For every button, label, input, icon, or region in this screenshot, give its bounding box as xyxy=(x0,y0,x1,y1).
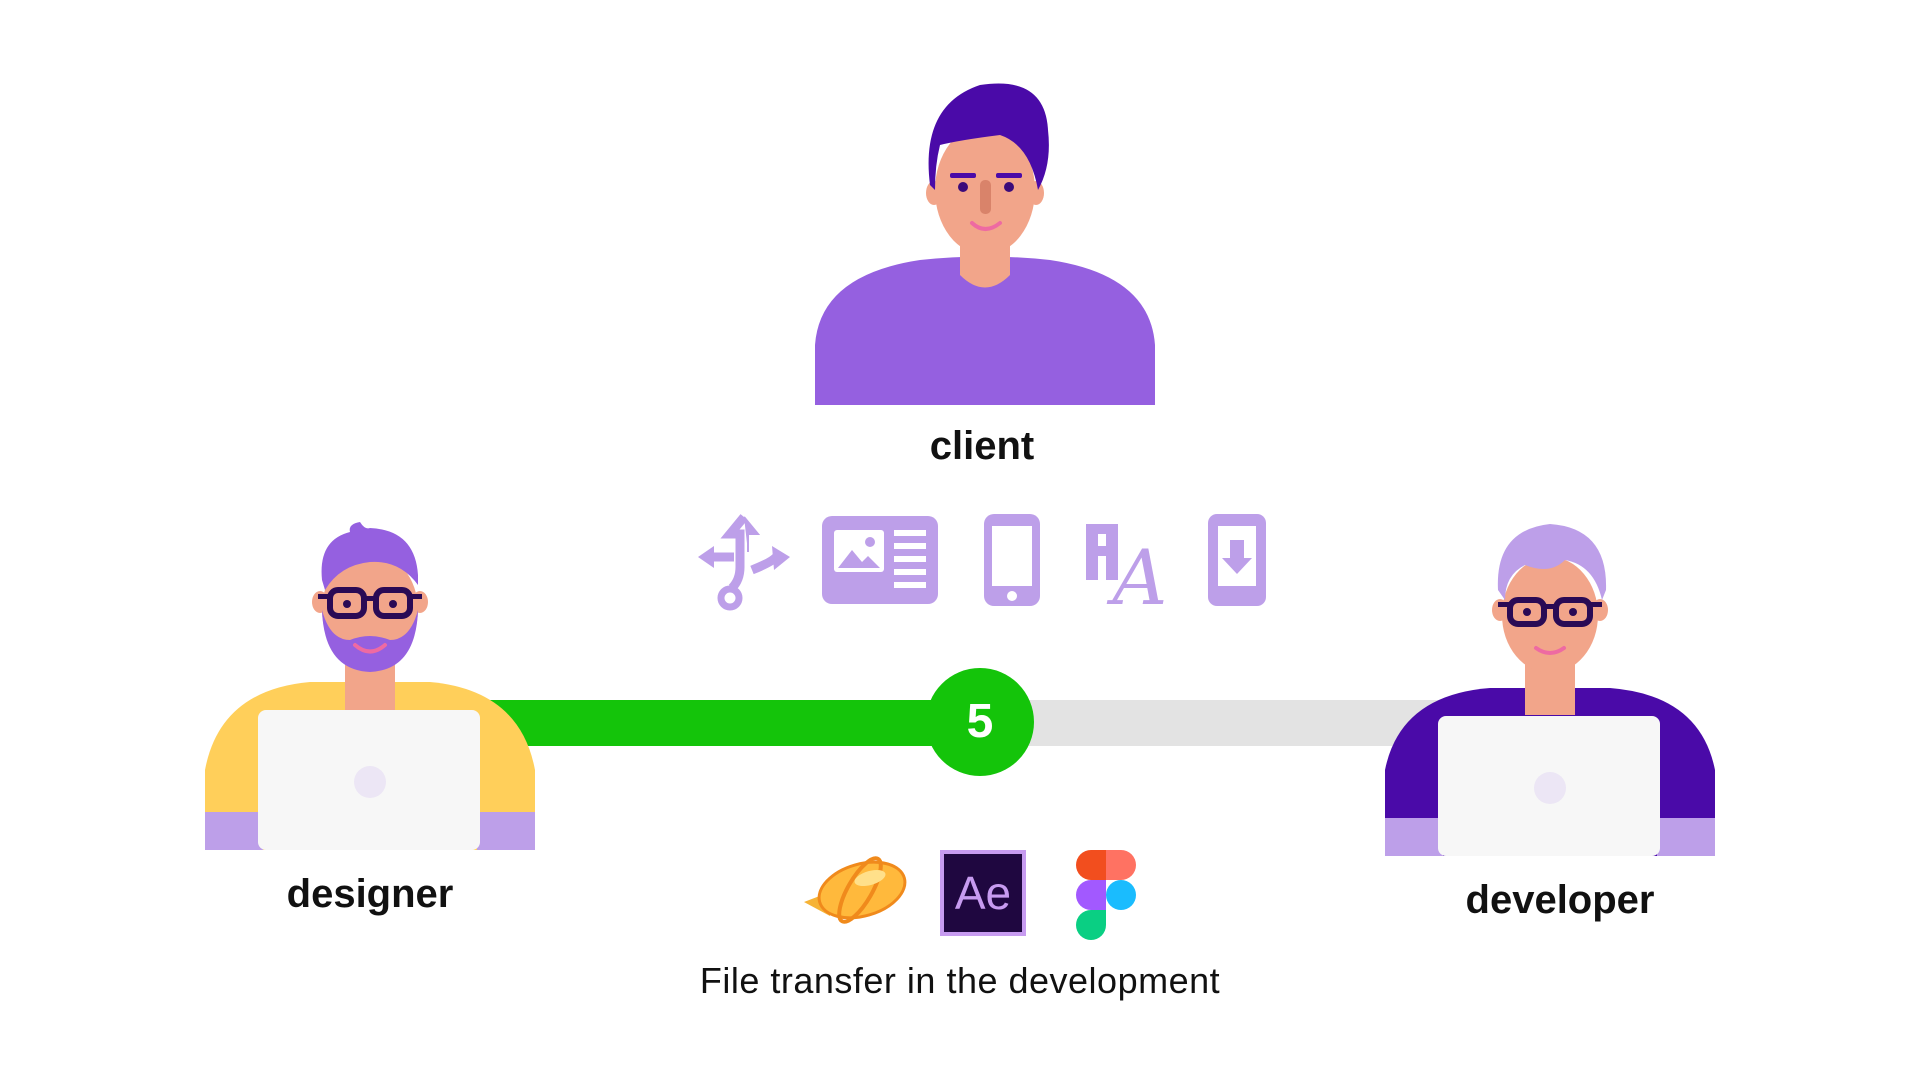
share-arrows-icon xyxy=(698,514,790,611)
layout-icon xyxy=(822,516,938,604)
designer-label: designer xyxy=(286,872,454,916)
step-badge: 5 xyxy=(926,668,1034,776)
after-effects-label: Ae xyxy=(954,867,1012,919)
client-avatar xyxy=(815,83,1155,405)
client-label: client xyxy=(929,424,1035,468)
mobile-phone-icon xyxy=(984,514,1040,606)
figma-icon xyxy=(1076,850,1136,940)
developer-label: developer xyxy=(1465,878,1655,922)
typography-icon: A xyxy=(1086,524,1168,606)
caption: File transfer in the development xyxy=(699,960,1221,1001)
after-effects-icon: Ae xyxy=(940,850,1026,936)
download-icon xyxy=(1208,514,1266,606)
zeplin-icon xyxy=(804,856,907,924)
progress-track-completed xyxy=(470,700,990,746)
designer-avatar xyxy=(205,522,535,850)
developer-avatar xyxy=(1385,524,1715,856)
svg-text:A: A xyxy=(1107,533,1168,606)
